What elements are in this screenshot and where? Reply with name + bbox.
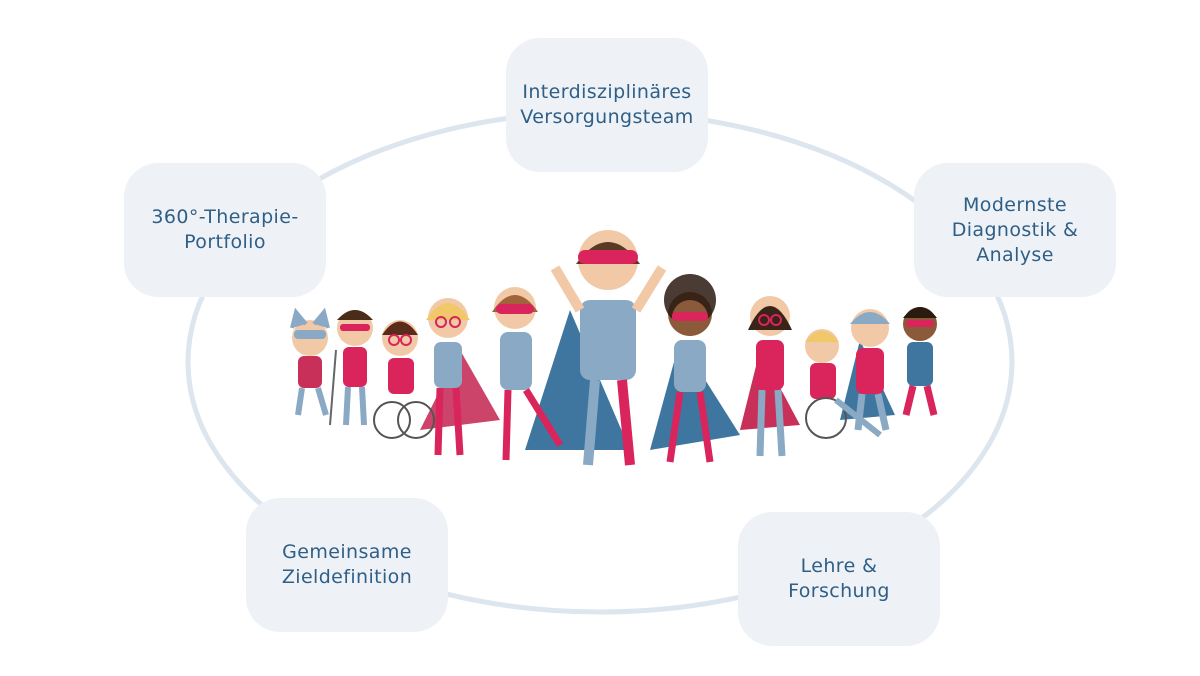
hero-figure [492, 287, 563, 461]
node-line: 360°-Therapie- [151, 206, 299, 228]
node-line: Diagnostik & [951, 218, 1079, 241]
hero-figure [902, 307, 938, 416]
hero-figure [850, 309, 890, 431]
node-teaching-research: Lehre & Forschung [738, 512, 940, 646]
node-line: Analyse [976, 243, 1054, 266]
superhero-team-illustration-icon [290, 230, 938, 466]
hero-figure [550, 230, 667, 466]
node-line: Interdisziplinäres [522, 81, 692, 103]
node-line: Gemeinsame [282, 541, 412, 563]
node-diagnostics: Modernste Diagnostik & Analyse [914, 163, 1116, 297]
hero-figure [748, 296, 792, 457]
hero-figure [290, 307, 330, 416]
node-line: Lehre & Forschung [788, 555, 890, 602]
node-interdisciplinary-team: Interdisziplinäres Versorgungsteam [506, 38, 708, 172]
node-line: Portfolio [184, 231, 266, 253]
hero-figure [426, 298, 470, 456]
node-line: Modernste [963, 193, 1067, 216]
node-goal-definition: Gemeinsame Zieldefinition [246, 498, 448, 632]
node-therapy-portfolio: 360°-Therapie- Portfolio [124, 163, 326, 297]
hero-figure [373, 320, 435, 439]
node-line: Versorgungsteam [520, 106, 694, 128]
hero-figure [329, 310, 373, 426]
node-line: Zieldefinition [281, 566, 413, 588]
hero-figure [664, 274, 716, 463]
